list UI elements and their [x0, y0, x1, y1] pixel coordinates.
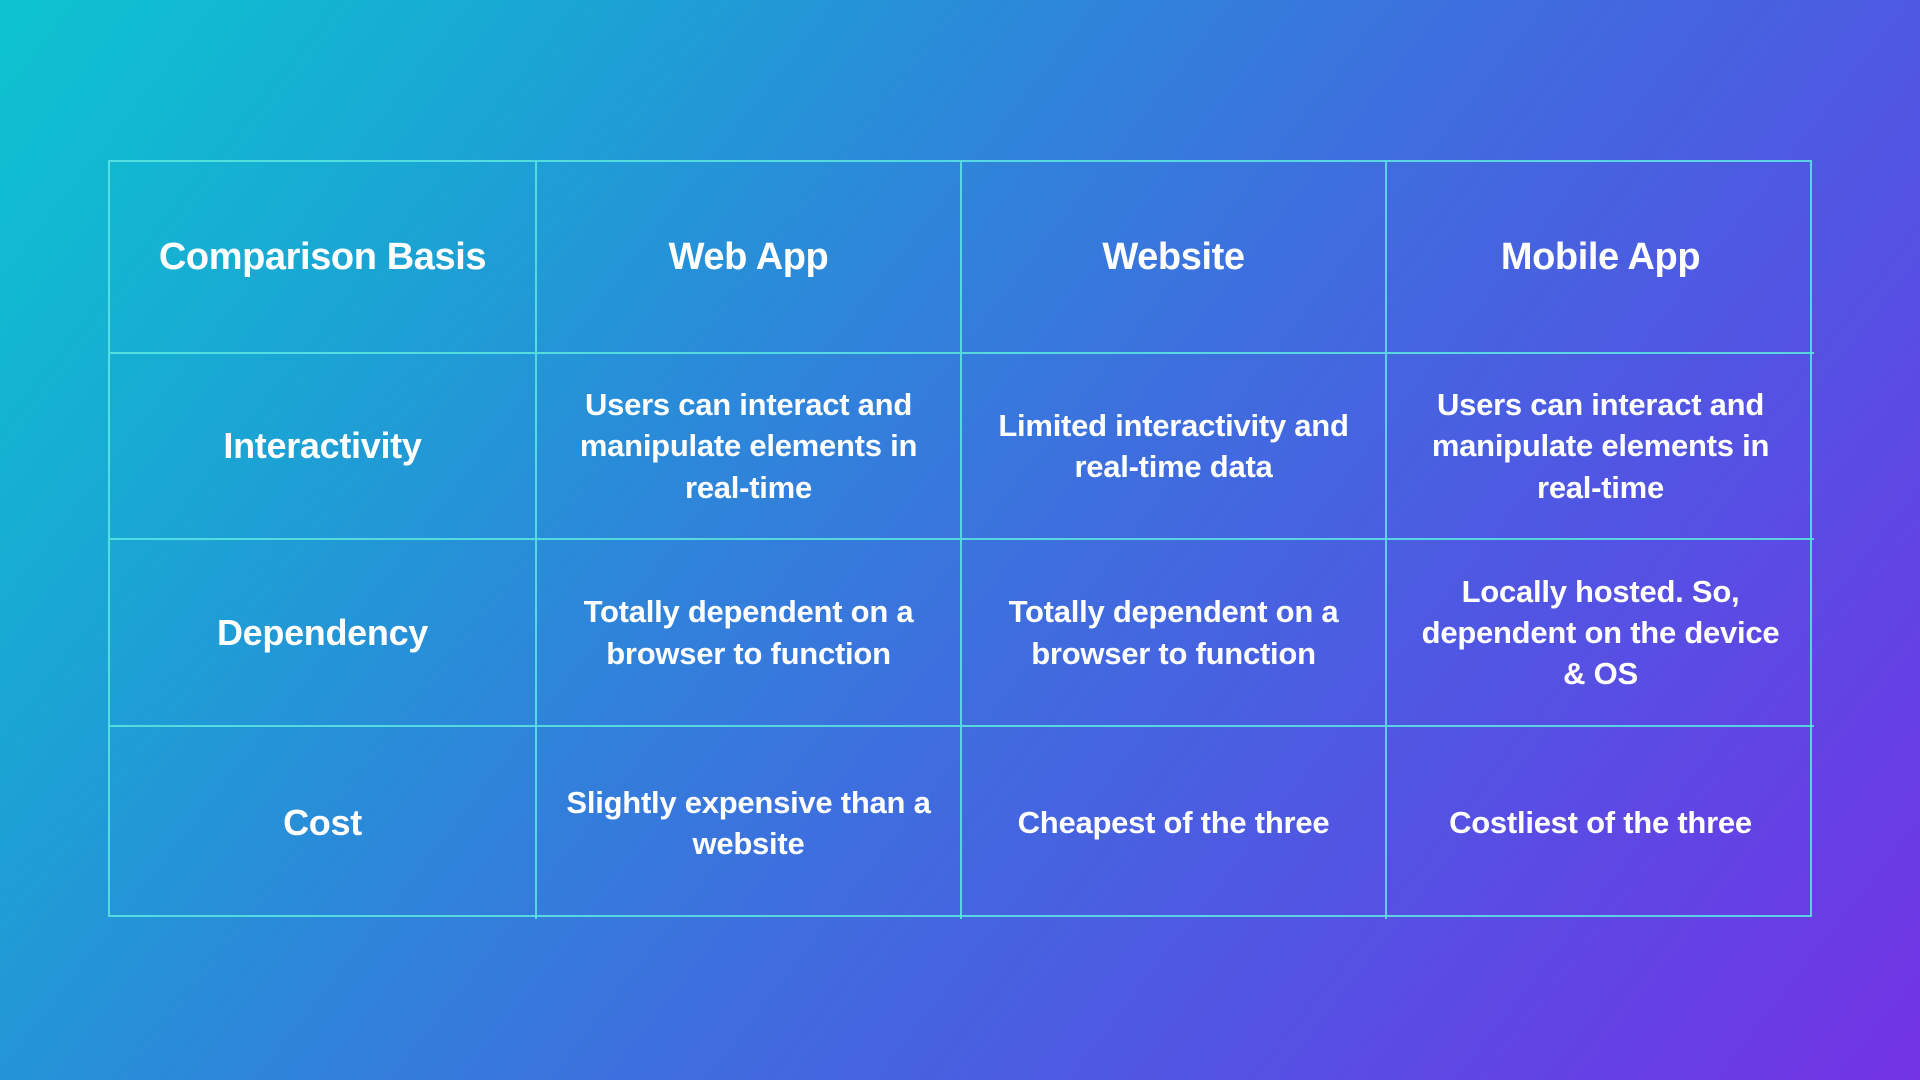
table-cell-dependency-web-app: Totally dependent on a browser to functi…	[537, 540, 962, 727]
comparison-table: Comparison Basis Web App Website Mobile …	[108, 160, 1814, 919]
table-row-label-dependency: Dependency	[110, 540, 537, 727]
header-label: Web App	[668, 235, 829, 278]
table-cell-dependency-website: Totally dependent on a browser to functi…	[962, 540, 1387, 727]
table-row-label-interactivity: Interactivity	[110, 354, 537, 540]
row-label-text: Dependency	[216, 611, 429, 653]
cell-text: Cheapest of the three	[1017, 805, 1330, 841]
cell-text: Users can interact and manipulate elemen…	[1431, 387, 1770, 505]
table-cell-interactivity-mobile-app: Users can interact and manipulate elemen…	[1387, 354, 1814, 540]
table-cell-dependency-mobile-app: Locally hosted. So, dependent on the dev…	[1387, 540, 1814, 727]
table-cell-cost-website: Cheapest of the three	[962, 727, 1387, 919]
table-cell-cost-web-app: Slightly expensive than a website	[537, 727, 962, 919]
header-label: Comparison Basis	[158, 235, 487, 278]
table-header-web-app: Web App	[537, 162, 962, 354]
cell-text: Locally hosted. So, dependent on the dev…	[1421, 573, 1780, 692]
row-label-text: Cost	[283, 802, 362, 844]
table-header-mobile-app: Mobile App	[1387, 162, 1814, 354]
cell-text: Slightly expensive than a website	[566, 784, 931, 861]
header-label: Mobile App	[1500, 235, 1701, 278]
row-label-text: Interactivity	[223, 425, 422, 467]
cell-text: Totally dependent on a browser to functi…	[583, 594, 914, 671]
table-row-label-cost: Cost	[110, 727, 537, 919]
table-header-website: Website	[962, 162, 1387, 354]
table-cell-interactivity-website: Limited interactivity and real-time data	[962, 354, 1387, 540]
cell-text: Costliest of the three	[1449, 805, 1752, 841]
cell-text: Totally dependent on a browser to functi…	[1008, 594, 1339, 671]
cell-text: Limited interactivity and real-time data	[998, 407, 1349, 484]
table-cell-cost-mobile-app: Costliest of the three	[1387, 727, 1814, 919]
cell-text: Users can interact and manipulate elemen…	[579, 387, 918, 505]
table-cell-interactivity-web-app: Users can interact and manipulate elemen…	[537, 354, 962, 540]
table-header-comparison-basis: Comparison Basis	[110, 162, 537, 354]
header-label: Website	[1102, 235, 1245, 278]
